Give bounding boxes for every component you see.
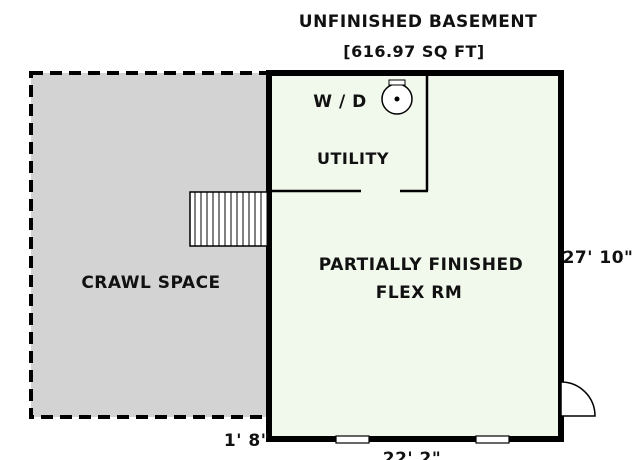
offset-dimension: 1' 8" — [224, 431, 270, 451]
door-swing-icon — [560, 381, 596, 417]
water-heater-icon — [381, 79, 413, 115]
flex-room-area — [266, 70, 564, 442]
flex-room-label-line1: PARTIALLY FINISHED — [319, 255, 523, 275]
area-label: [616.97 SQ FT] — [343, 42, 484, 61]
window-left — [335, 435, 370, 444]
right-dimension: 27' 10" — [563, 248, 634, 268]
washer-dryer-label: W / D — [313, 92, 366, 112]
flex-room-label-line2: FLEX RM — [376, 283, 463, 303]
window-right — [475, 435, 510, 444]
stairs — [189, 191, 269, 247]
crawl-space-label: CRAWL SPACE — [81, 273, 220, 293]
bottom-dimension: 22' 2" — [383, 449, 441, 460]
utility-label: UTILITY — [317, 149, 389, 168]
plan-title: UNFINISHED BASEMENT — [299, 12, 537, 32]
